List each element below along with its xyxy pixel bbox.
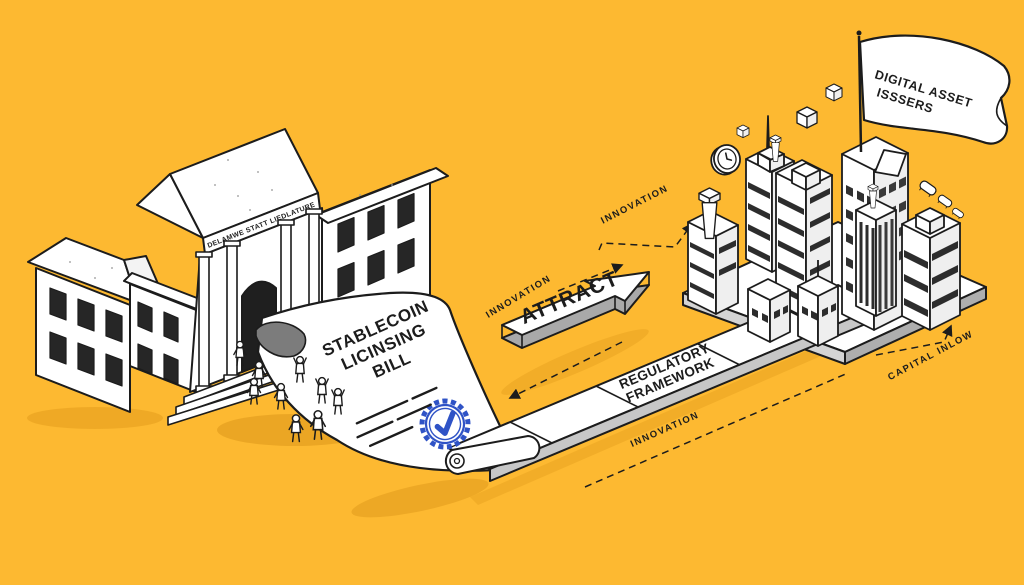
building-louvers [901, 207, 961, 331]
legislature-building: DELAMWE STATT LIEDLATURE [27, 128, 449, 426]
floating-wedge-icon [874, 149, 907, 177]
flow-return-to-bill [508, 341, 623, 399]
skyscraper-strips [855, 199, 897, 317]
floating-cube-icon [736, 124, 750, 139]
check-icon [434, 410, 456, 436]
scroll-roll [444, 435, 541, 475]
issuers-flag: DIGITAL ASSET ISSSERS [856, 30, 1011, 153]
flag-pole [857, 35, 863, 153]
arrow-top [501, 271, 650, 336]
low-building-a [747, 278, 791, 343]
digital-asset-city [687, 83, 966, 347]
clock-coin-icon [710, 144, 741, 176]
scroll-curl [255, 321, 307, 358]
right-wing-windows [337, 193, 415, 298]
low-building-b [797, 260, 839, 347]
left-wing-windows [49, 287, 179, 387]
right-wing-roof [315, 167, 449, 224]
roof-speckles [69, 159, 393, 279]
approval-seal-icon [419, 398, 471, 450]
regulatory-framework-path: REGULATORY FRAMEWORK [447, 284, 881, 482]
scroll-text-lines [355, 386, 438, 448]
portico-columns [195, 208, 323, 393]
floating-cube-icon [825, 83, 843, 102]
tower-front-left [687, 210, 739, 315]
floating-cube-icon [796, 106, 818, 129]
flag-banner [858, 34, 1011, 145]
